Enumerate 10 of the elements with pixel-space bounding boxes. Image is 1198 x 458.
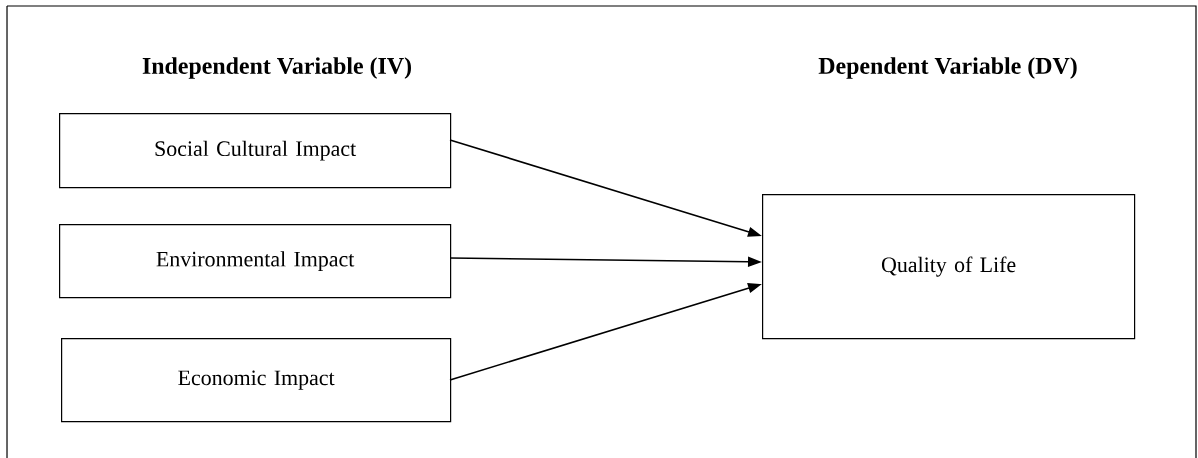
variable-box	[59, 113, 452, 189]
variable-box	[762, 194, 1136, 340]
node-label: Economic Impact	[178, 370, 335, 390]
heading: Independent Variable (IV)	[142, 57, 411, 79]
node-label: Social Cultural Impact	[155, 140, 357, 161]
variable-box	[59, 224, 452, 299]
node-label: Quality of Life	[881, 256, 1016, 277]
node-label: Environmental Impact	[156, 251, 355, 272]
variable-box	[61, 338, 452, 423]
heading: Dependent Variable (DV)	[818, 57, 1077, 79]
